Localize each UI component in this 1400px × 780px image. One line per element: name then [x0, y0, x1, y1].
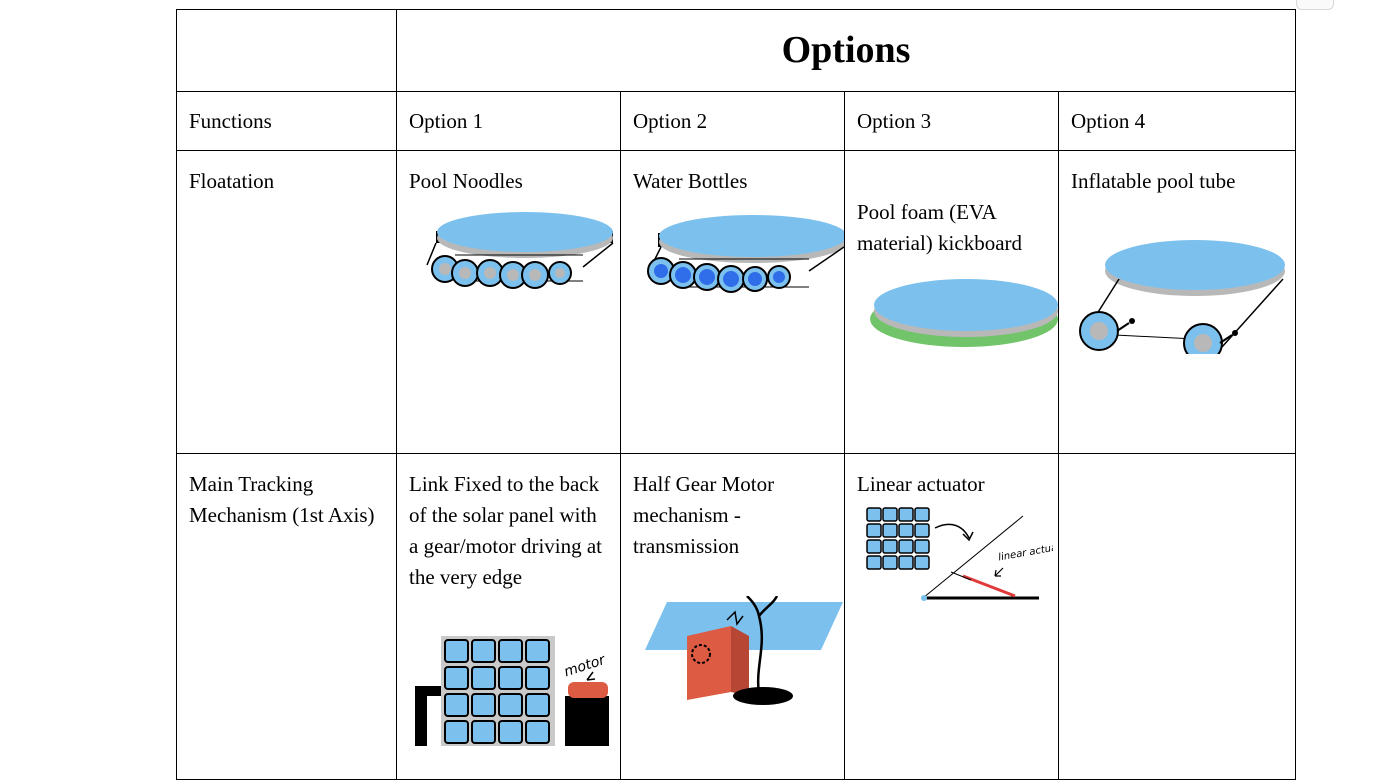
- table-row: Floatation Pool Noodles: [176, 150, 1297, 454]
- table-title: Options: [781, 29, 911, 71]
- option-cell: Inflatable pool tube: [1057, 150, 1297, 454]
- option-cell: Link Fixed to the back of the solar pane…: [396, 453, 621, 780]
- option-cell: Pool Noodles: [396, 150, 621, 454]
- option-cell-empty: [1057, 453, 1297, 780]
- empty-corner-cell: [176, 9, 397, 92]
- foam-kickboard-sketch: [870, 279, 1058, 347]
- option-text: Water Bottles: [633, 169, 748, 193]
- option-text: Link Fixed to the back of the solar pane…: [409, 472, 603, 589]
- options-table: Options Functions Option 1 Option 2 Opti…: [176, 9, 1297, 780]
- function-floatation: Floatation: [189, 169, 275, 193]
- actuator-label: linear actuator: [998, 540, 1053, 564]
- header-cell: Functions: [176, 91, 397, 151]
- corner-button[interactable]: [1296, 0, 1334, 10]
- header-cell: Option 2: [620, 91, 845, 151]
- function-cell: Main Tracking Mechanism (1st Axis): [176, 453, 397, 780]
- gear-motor-link-sketch: motor: [415, 636, 609, 746]
- option-cell: Water Bottles: [620, 150, 845, 454]
- water-bottles-sketch: [647, 215, 844, 293]
- function-main-tracking: Main Tracking Mechanism (1st Axis): [189, 472, 375, 527]
- header-row: Functions Option 1 Option 2 Option 3 Opt…: [176, 91, 1297, 151]
- half-gear-motor-sketch: [645, 596, 843, 705]
- option-cell: Pool foam (EVA material) kickboard: [844, 150, 1059, 454]
- option-text: Inflatable pool tube: [1071, 169, 1236, 193]
- linear-actuator-sketch: linear actuator: [866, 507, 1053, 601]
- header-cell: Option 1: [396, 91, 621, 151]
- title-row: Options: [176, 9, 1297, 92]
- title-cell: Options: [395, 9, 1297, 92]
- header-cell: Option 4: [1057, 91, 1297, 151]
- motor-label: motor: [562, 652, 608, 681]
- header-option-2: Option 2: [633, 109, 708, 133]
- header-functions: Functions: [189, 109, 272, 133]
- option-text: [1059, 454, 1295, 469]
- option-cell: Linear actuator linear actuator: [844, 453, 1059, 780]
- inflatable-tube-sketch: [1079, 240, 1285, 354]
- header-option-1: Option 1: [409, 109, 484, 133]
- header-option-4: Option 4: [1071, 109, 1146, 133]
- pool-noodles-sketch: [426, 212, 614, 289]
- option-cell: Half Gear Motor mechanism - transmission: [620, 453, 845, 780]
- header-option-3: Option 3: [857, 109, 932, 133]
- function-cell: Floatation: [176, 150, 397, 454]
- option-text: Half Gear Motor mechanism - transmission: [633, 472, 775, 558]
- table-row: Main Tracking Mechanism (1st Axis) Link …: [176, 453, 1297, 780]
- option-text: Pool foam (EVA material) kickboard: [857, 200, 1023, 255]
- header-cell: Option 3: [844, 91, 1059, 151]
- option-text: Pool Noodles: [409, 169, 523, 193]
- option-text: Linear actuator: [857, 472, 985, 496]
